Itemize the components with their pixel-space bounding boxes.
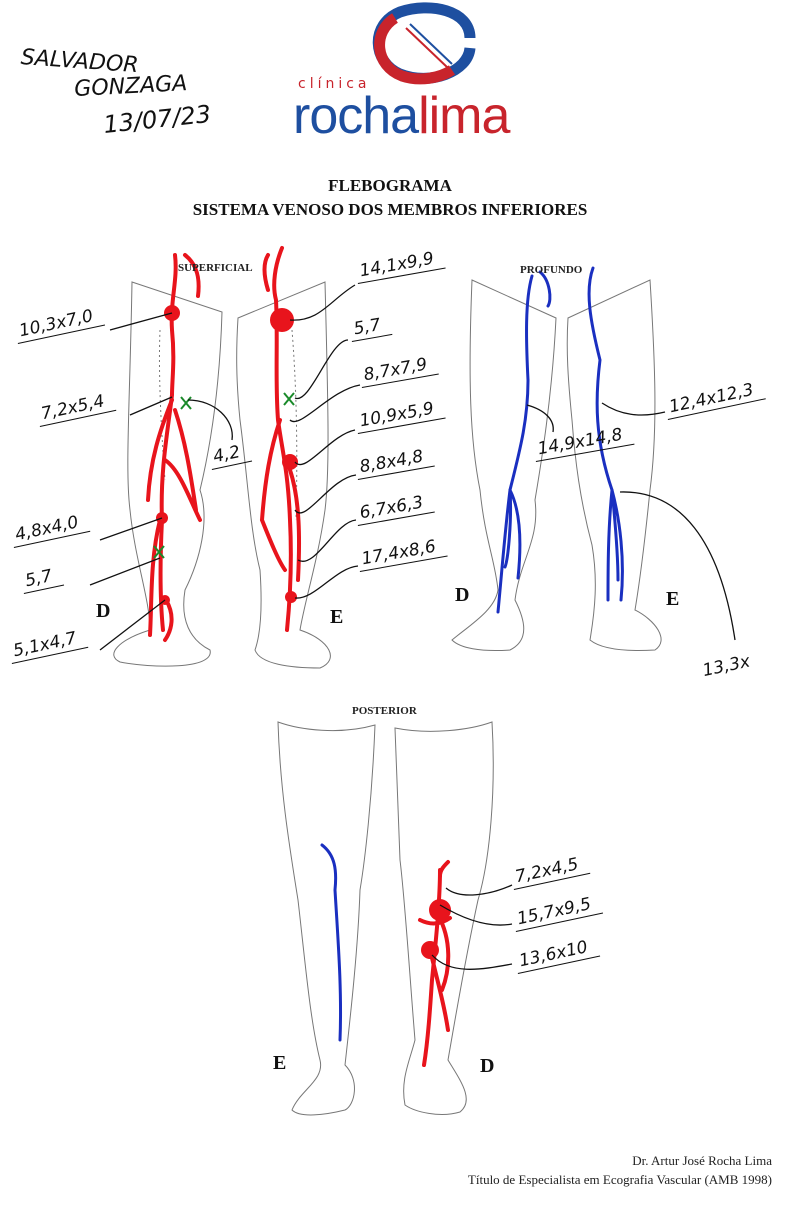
logo-part-rocha: rocha xyxy=(293,87,419,145)
deep-right-leg-outline xyxy=(451,279,557,651)
section-posterior: POSTERIOR xyxy=(352,705,417,717)
superficial-left-veins xyxy=(260,246,302,632)
deep-left-leg-outline xyxy=(566,279,662,651)
deep-veins xyxy=(496,266,624,614)
logo-wordmark: rochalima xyxy=(293,90,510,142)
section-superficial: SUPERFICIAL xyxy=(178,262,253,274)
deep-arrows xyxy=(526,402,736,641)
section-profundo: PROFUNDO xyxy=(520,264,583,276)
superficial-right-label: D xyxy=(96,600,111,622)
footer-credential: Título de Especialista em Ecografia Vasc… xyxy=(467,1172,772,1187)
deep-left-label: E xyxy=(666,588,680,610)
logo-swoosh-icon xyxy=(372,2,476,85)
superficial-left-label: E xyxy=(330,606,344,628)
posterior-left-label: E xyxy=(273,1052,287,1074)
logo-small-text: clínica xyxy=(298,76,371,92)
posterior-arrows xyxy=(431,884,513,970)
posterior-right-leg-outline xyxy=(394,721,494,1115)
superficial-right-veins xyxy=(146,253,202,642)
posterior-left-vein xyxy=(320,843,343,1042)
deep-right-label: D xyxy=(455,584,470,606)
posterior-right-veins xyxy=(418,860,452,1067)
page-subtitle: SISTEMA VENOSO DOS MEMBROS INFERIORES xyxy=(192,200,588,219)
page-title: FLEBOGRAMA xyxy=(328,176,452,195)
superficial-left-leg-outline xyxy=(236,281,331,669)
posterior-left-leg-outline xyxy=(277,721,376,1116)
footer-doctor: Dr. Artur José Rocha Lima xyxy=(632,1153,772,1168)
posterior-right-label: D xyxy=(480,1055,495,1077)
reflux-marks-icon xyxy=(153,392,295,559)
logo-part-lima: lima xyxy=(418,87,510,145)
superficial-arrows xyxy=(89,284,361,651)
